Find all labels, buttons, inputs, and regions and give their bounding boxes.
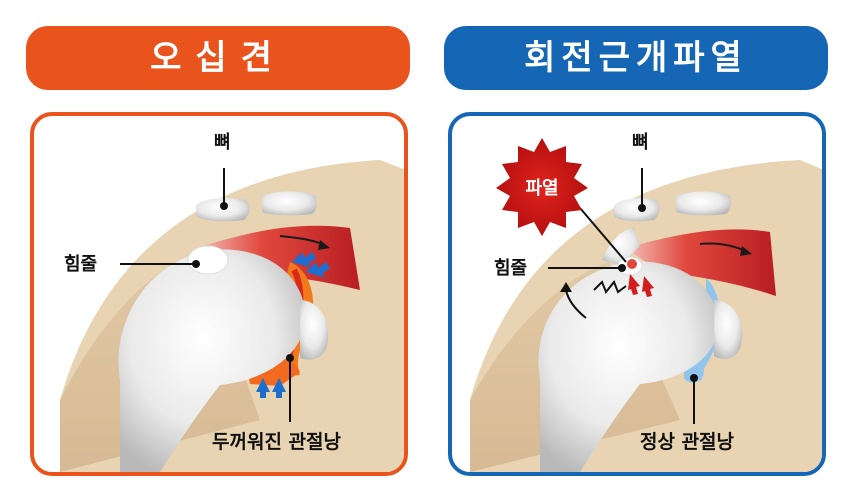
right-tear-arrows [628, 274, 654, 297]
right-bone-label: 뼈 [632, 132, 649, 153]
tear-badge-label: 파열 [525, 178, 558, 199]
right-bone-upper-2 [676, 191, 731, 216]
right-panel-title: 회전근개파열 [444, 26, 828, 90]
left-pressure-arrows-bottom [256, 378, 286, 398]
left-panel-title: 오십견 [26, 26, 410, 90]
left-pressure-arrows-top [292, 252, 330, 278]
right-panel: 파열 뼈 힘줄 정상 관절낭 [448, 112, 826, 476]
right-capsule-label: 정상 관절낭 [640, 431, 735, 453]
left-bone-label: 뼈 [214, 132, 231, 153]
left-capsule-label: 두꺼워진 관절낭 [212, 431, 341, 453]
right-muscle [626, 229, 776, 296]
tear-badge-burst [496, 138, 588, 236]
left-humerus [118, 249, 306, 472]
left-bone-upper-2 [262, 191, 317, 216]
right-humerus [538, 261, 719, 472]
left-panel: 뼈 힘줄 두꺼워진 관절낭 [30, 112, 408, 476]
right-bone-upper-1 [614, 198, 660, 222]
right-crack [593, 280, 627, 294]
left-tendon-label: 힘줄 [64, 254, 97, 275]
right-tendon-label: 힘줄 [494, 258, 527, 279]
